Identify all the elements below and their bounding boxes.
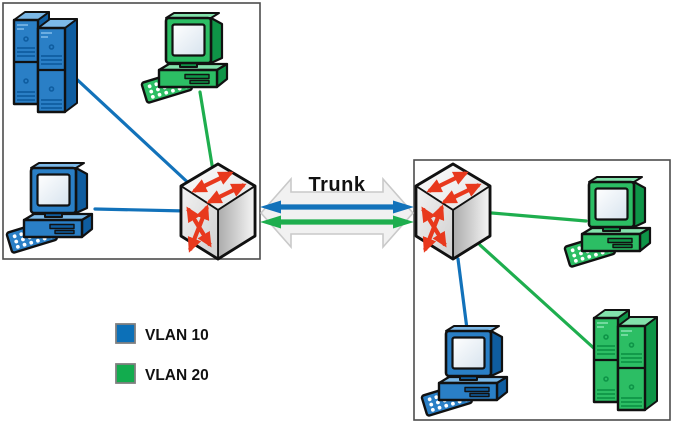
link-right-switch-to-blue-pc [456,257,469,331]
trunk-link: Trunk [259,174,415,250]
right-server-stack-vlan20 [592,308,659,412]
link-left-servers-to-left-switch [68,71,198,192]
legend-label-vlan10: VLAN 10 [145,327,209,344]
access-links [68,71,599,353]
legend-label-vlan20: VLAN 20 [145,367,209,384]
trunk-label: Trunk [309,174,366,196]
legend: VLAN 10 VLAN 20 [115,323,209,384]
trunk-vlan10-arrow [260,200,414,214]
link-left-green-pc-to-left-switch [198,90,215,173]
trunk-shadow-arrow [259,176,415,250]
left-site-box [2,2,261,260]
legend-swatch-vlan20 [115,363,136,384]
legend-swatch-vlan10 [115,323,136,344]
trunk-vlan20-arrow [260,215,414,229]
link-right-switch-to-servers [478,243,599,353]
link-left-blue-pc-to-left-switch [93,207,188,213]
link-right-switch-to-green-pc [490,211,588,223]
left-server-stack-vlan10 [12,10,79,114]
right-site-box [413,159,671,421]
